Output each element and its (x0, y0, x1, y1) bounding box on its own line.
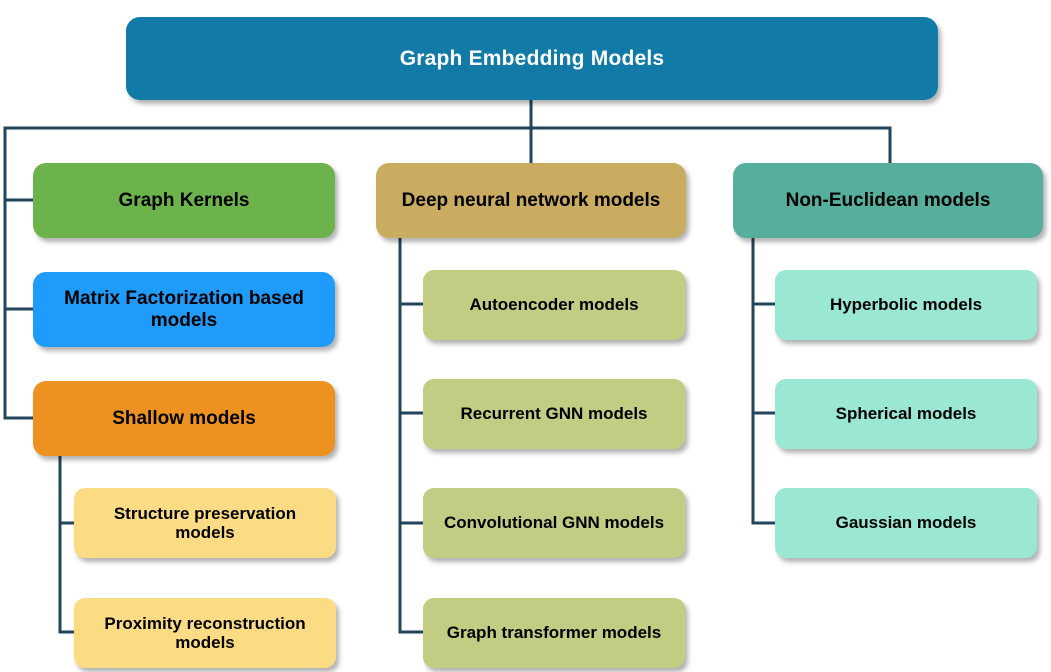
node-graph-transformer-models[interactable]: Graph transformer models (423, 598, 685, 668)
node-label: Deep neural network models (401, 189, 661, 211)
node-graph-embedding-models[interactable]: Graph Embedding Models (126, 17, 938, 100)
node-label: Autoencoder models (469, 295, 639, 315)
node-label: Convolutional GNN models (443, 513, 665, 533)
node-label: Graph transformer models (446, 623, 662, 643)
node-recurrent-gnn-models[interactable]: Recurrent GNN models (423, 379, 685, 449)
node-spherical-models[interactable]: Spherical models (775, 379, 1037, 449)
node-label: Spherical models (835, 404, 977, 424)
node-deep-neural-network-models[interactable]: Deep neural network models (376, 163, 686, 238)
node-proximity-reconstruction-models[interactable]: Proximity reconstruction models (74, 598, 336, 668)
node-matrix-factorization-based-models[interactable]: Matrix Factorization based models (33, 272, 335, 347)
node-non-euclidean-models[interactable]: Non-Euclidean models (733, 163, 1043, 238)
node-label: Recurrent GNN models (460, 404, 648, 424)
node-convolutional-gnn-models[interactable]: Convolutional GNN models (423, 488, 685, 558)
node-hyperbolic-models[interactable]: Hyperbolic models (775, 270, 1037, 340)
node-graph-kernels[interactable]: Graph Kernels (33, 163, 335, 238)
node-label: Gaussian models (835, 513, 977, 533)
node-structure-preservation-models[interactable]: Structure preservation models (74, 488, 336, 558)
node-gaussian-models[interactable]: Gaussian models (775, 488, 1037, 558)
node-label: Hyperbolic models (829, 295, 983, 315)
node-label: Non-Euclidean models (785, 189, 991, 211)
node-shallow-models[interactable]: Shallow models (33, 381, 335, 456)
node-label: Proximity reconstruction models (104, 613, 306, 652)
node-label: Structure preservation models (113, 503, 297, 542)
node-label: Graph Embedding Models (399, 46, 665, 70)
node-label: Shallow models (112, 407, 256, 429)
node-label: Matrix Factorization based models (64, 288, 304, 331)
node-label: Graph Kernels (118, 189, 250, 211)
node-autoencoder-models[interactable]: Autoencoder models (423, 270, 685, 340)
